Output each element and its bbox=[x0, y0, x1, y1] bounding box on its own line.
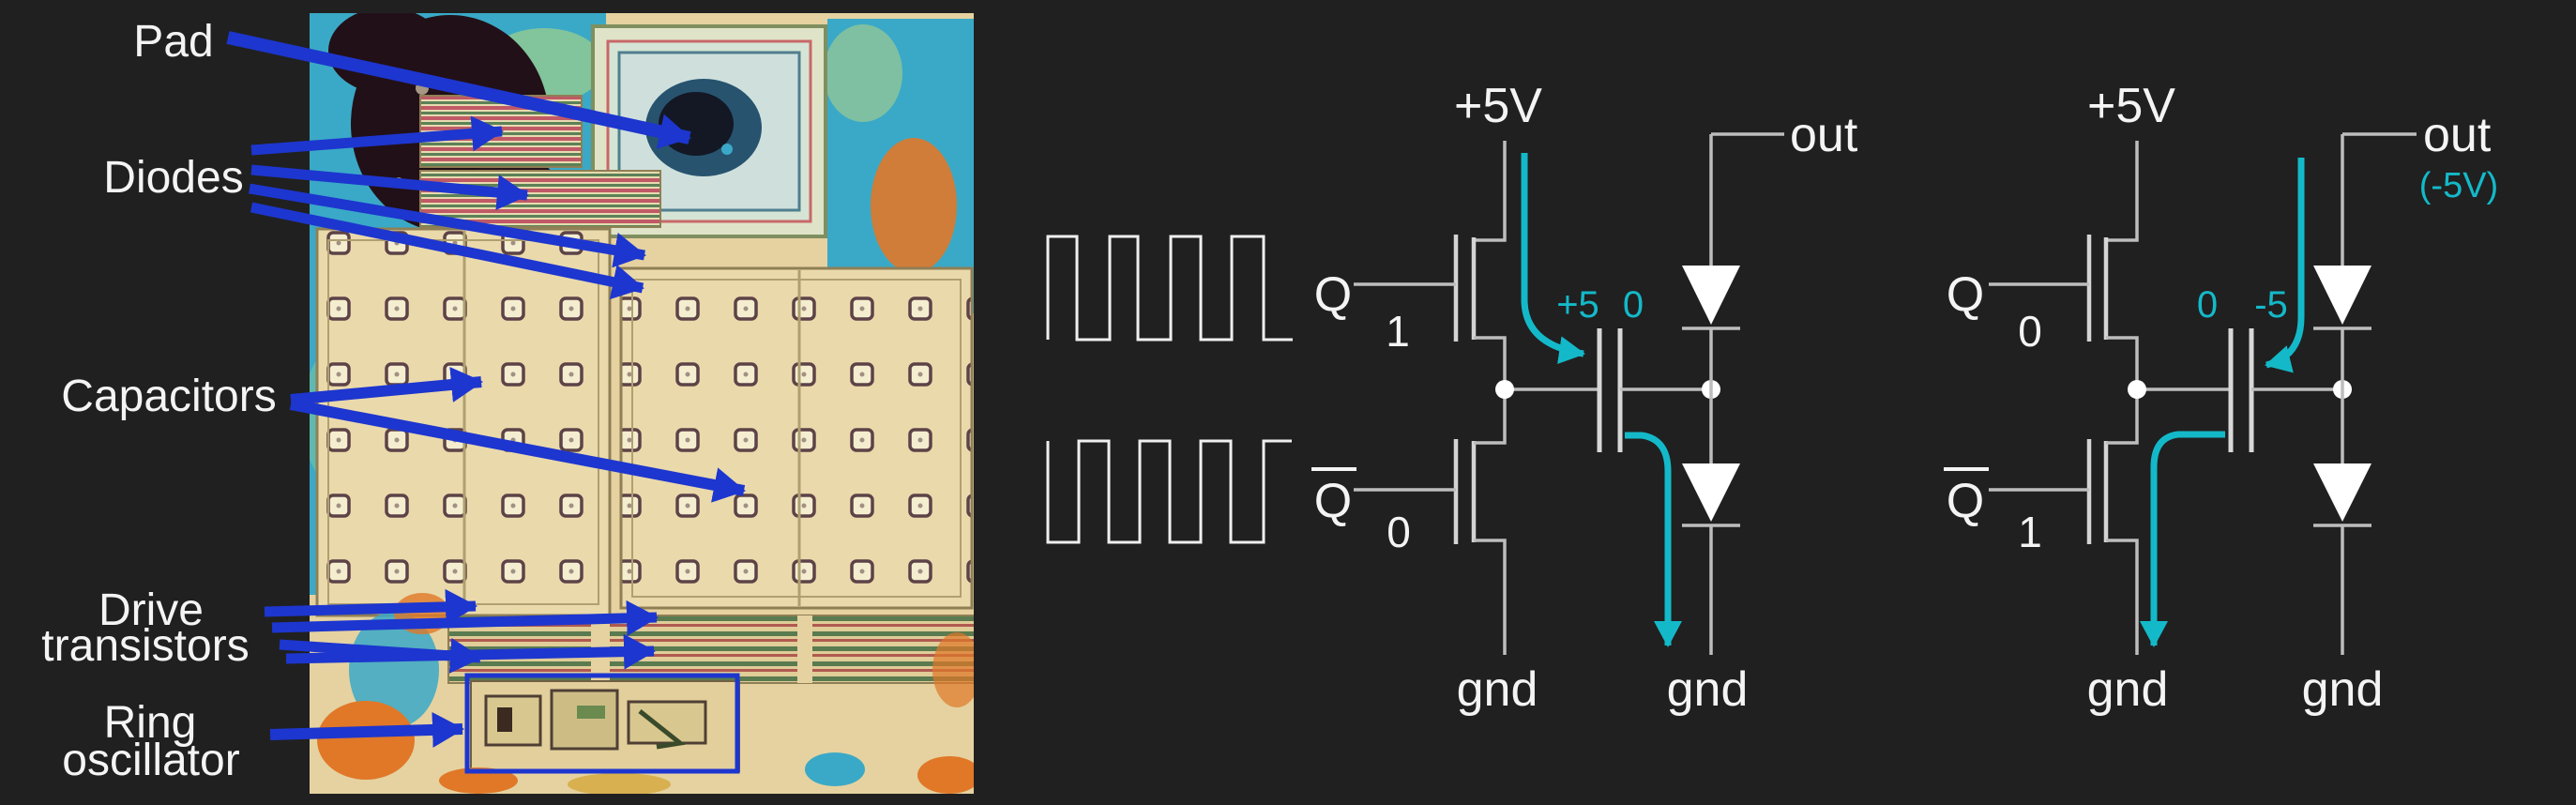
die-mottle bbox=[568, 773, 671, 794]
drive-transistors-arrow-4 bbox=[285, 633, 656, 670]
die-green-patch bbox=[824, 24, 902, 122]
out-label: out bbox=[1790, 108, 1858, 162]
ring-oscillator-label-line2: oscillator bbox=[62, 736, 239, 785]
die-mottle bbox=[317, 701, 415, 780]
pad-label: Pad bbox=[133, 17, 213, 67]
diodes-arrow-3 bbox=[249, 183, 646, 268]
clock-label: Q bbox=[1947, 267, 1984, 322]
cap-voltage-left: +5 bbox=[1556, 284, 1599, 326]
diodes-arrow-4 bbox=[250, 202, 644, 300]
circuit-2: +5V Q 0 Q 1 out (-5V) gnd gnd 0 -5 bbox=[1944, 79, 2498, 717]
drive-transistors-arrow-1 bbox=[264, 588, 477, 625]
pad-arrow bbox=[226, 31, 691, 149]
cap-voltage-left: 0 bbox=[2197, 284, 2218, 326]
diodes-label: Diodes bbox=[103, 153, 243, 203]
drive-transistors-label-line1: Drive bbox=[98, 585, 204, 635]
clockbar-label: Q bbox=[1314, 474, 1352, 528]
capacitors-label: Capacitors bbox=[61, 372, 276, 421]
junction-dot-left bbox=[2128, 380, 2146, 399]
diodes-arrow-1 bbox=[250, 115, 504, 156]
drive-transistors-label-line2: transistors bbox=[41, 621, 249, 671]
ring-oscillator-arrow bbox=[269, 711, 464, 748]
die-diode-fingers-lower bbox=[419, 170, 661, 228]
die-annotation-layer: Pad Diodes Capacitors Drive transistors … bbox=[41, 17, 746, 785]
supply-label: +5V bbox=[1454, 79, 1542, 133]
clock-waveform-qbar bbox=[1046, 439, 1292, 544]
die-mottle bbox=[439, 767, 518, 794]
out-label: out bbox=[2423, 108, 2492, 162]
gnd-label-left: gnd bbox=[1457, 662, 1538, 717]
diode-bottom bbox=[1682, 463, 1740, 522]
clock-value: 0 bbox=[2018, 307, 2042, 356]
die-mottle bbox=[349, 612, 439, 728]
charge-arrow-out bbox=[2140, 431, 2225, 647]
die-mottle bbox=[805, 752, 865, 786]
clock-value: 1 bbox=[1386, 307, 1410, 356]
gnd-label-right: gnd bbox=[1667, 662, 1749, 717]
out-voltage-note: (-5V) bbox=[2419, 166, 2498, 205]
gnd-label-left: gnd bbox=[2087, 662, 2169, 717]
junction-dot-left bbox=[1495, 380, 1514, 399]
die-mottle bbox=[917, 756, 974, 794]
die-drive-gap bbox=[797, 615, 812, 683]
die-pad-structure bbox=[591, 24, 827, 238]
gnd-label-right: gnd bbox=[2302, 662, 2384, 717]
charge-arrow-in bbox=[2265, 158, 2305, 373]
diodes-arrow-2 bbox=[250, 164, 529, 210]
supply-label: +5V bbox=[2087, 79, 2175, 133]
capacitors-arrow-2 bbox=[289, 399, 746, 503]
die-ring-oscillator-cells bbox=[470, 680, 740, 772]
charge-arrow-out bbox=[1625, 432, 1682, 647]
cap-voltage-right: 0 bbox=[1623, 284, 1644, 326]
clockbar-value: 1 bbox=[2018, 508, 2042, 556]
capacitors-arrow-1 bbox=[290, 367, 483, 405]
circuit-1: +5V Q 1 Q 0 out gnd gnd +5 0 bbox=[1311, 79, 1858, 717]
cap-voltage-right: -5 bbox=[2254, 284, 2288, 326]
die-mottle bbox=[932, 632, 974, 707]
clock-waveform-q bbox=[1046, 235, 1293, 342]
diode-bottom bbox=[2313, 463, 2371, 522]
ring-oscillator-highlight-box bbox=[464, 673, 740, 774]
clockbar-label: Q bbox=[1947, 474, 1984, 528]
diode-top bbox=[2313, 266, 2371, 325]
die-hotspot-orange bbox=[871, 138, 957, 273]
drive-transistors-arrow-2 bbox=[271, 600, 659, 636]
ring-oscillator-label-line1: Ring bbox=[104, 698, 197, 748]
clock-label: Q bbox=[1314, 267, 1352, 322]
diode-top bbox=[1682, 266, 1740, 325]
charge-arrow-in bbox=[1521, 153, 1585, 365]
clockbar-value: 0 bbox=[1386, 508, 1411, 556]
die-capacitor-array-right bbox=[619, 266, 974, 610]
die-photo bbox=[310, 13, 974, 794]
